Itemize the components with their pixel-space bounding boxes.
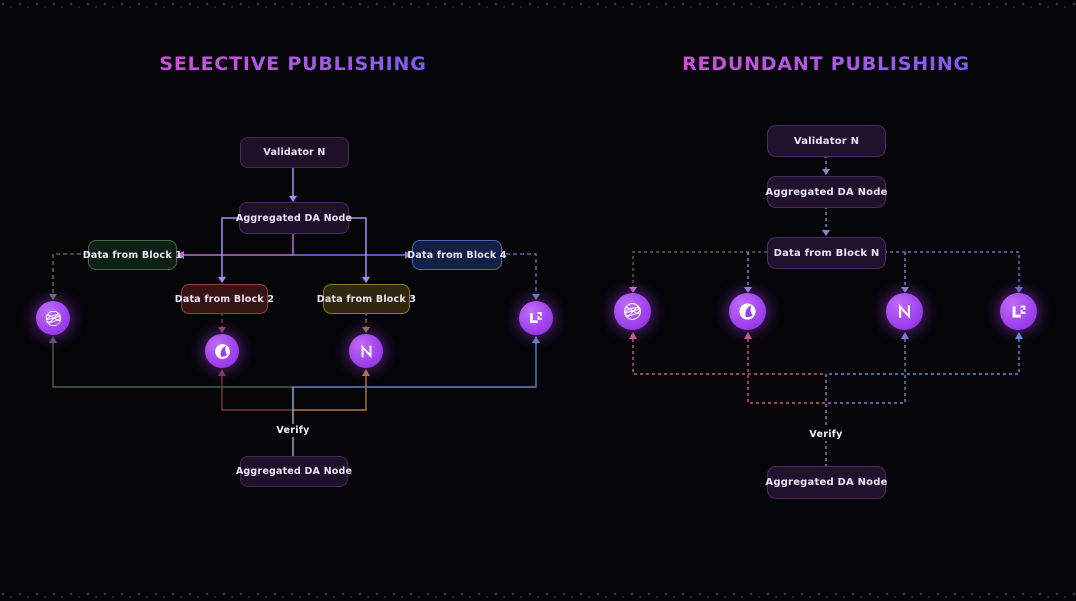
left-aggregated-bottom-label: Aggregated DA Node [235,466,353,477]
verify-rail-layer1-left [49,336,293,388]
wireframe-sphere-icon [624,303,641,320]
near-n-icon [361,344,371,358]
right-validator-node: Validator N [767,125,886,157]
edge-aggregated-to-block4 [293,251,411,259]
verify-rail-layer1-right [629,332,825,375]
left-data-block-4-node: Data from Block 4 [407,240,507,270]
pixel-l2-icon [530,312,542,323]
verify-rail-layer4-left [293,336,540,388]
edge-block2-to-layer2 [218,312,226,333]
verify-rail-layer4-right [827,332,1023,375]
left-aggregated-da-node-bottom: Aggregated DA Node [236,456,352,487]
decor-dotted-border-top [0,1,1076,10]
left-data-block-2-node: Data from Block 2 [175,284,274,314]
right-diagram-title: REDUNDANT PUBLISHING [682,53,970,75]
left-data-block-3-node: Data from Block 3 [317,284,416,314]
edge-block4-to-layer4 [499,253,540,300]
edge-validator-to-aggregated-right [822,155,830,175]
right-da-layer-4 [1000,293,1037,330]
edge-aggregated-to-block1 [176,232,294,259]
left-verify-label: Verify [271,424,315,437]
verify-rail-layer3-left [293,369,370,411]
left-da-layer-1 [36,301,70,335]
celestia-orb-icon [214,343,230,359]
block4-label: Data from Block 4 [407,249,507,261]
edge-aggregated-to-block2 [218,217,239,283]
wireframe-sphere-icon [45,310,61,326]
right-da-layer-2 [729,293,766,330]
verify-rail-layer2-left [218,369,293,411]
left-data-block-1-node: Data from Block 1 [83,240,182,270]
right-aggregated-bottom-label: Aggregated DA Node [765,477,888,488]
left-da-layer-4 [519,301,553,335]
verify-rail-layer3-right [827,332,909,404]
left-validator-label: Validator N [263,147,326,158]
edge-blockn-to-layer4-right [884,251,1023,293]
right-verify-label: Verify [804,428,848,441]
edge-blockn-to-layer2-right [744,252,752,293]
right-aggregated-da-node-top: Aggregated DA Node [765,176,888,208]
edge-blockn-to-layer3-right [901,252,909,293]
edge-block1-to-layer1 [49,253,88,300]
celestia-orb-icon [739,303,756,320]
left-aggregated-da-node-top: Aggregated DA Node [235,202,353,234]
block2-label: Data from Block 2 [174,293,275,305]
near-n-icon [899,304,910,319]
right-validator-label: Validator N [793,135,860,147]
edge-blockn-to-layer1-right [629,251,767,293]
decor-dotted-border-bottom [0,591,1076,600]
edge-aggregated-to-block3 [347,217,370,283]
verify-rail-layer2-right [744,332,825,404]
right-da-layer-1 [614,293,651,330]
edge-validator-to-aggregated-left [289,166,297,202]
edge-block3-to-layer3 [362,312,370,333]
block3-label: Data from Block 3 [316,293,417,305]
right-data-block-n-node: Data from Block N [767,237,886,269]
left-diagram-title: SELECTIVE PUBLISHING [159,53,427,75]
edge-aggregated-to-blockn [822,206,830,236]
block1-label: Data from Block 1 [82,249,183,261]
right-aggregated-da-node-bottom: Aggregated DA Node [765,466,888,499]
left-aggregated-top-label: Aggregated DA Node [235,212,353,224]
block-n-label: Data from Block N [773,247,880,259]
pixel-l2-icon [1012,305,1025,317]
right-aggregated-top-label: Aggregated DA Node [765,186,888,198]
left-da-layer-2 [205,334,239,368]
right-da-layer-3 [886,293,923,330]
left-da-layer-3 [349,334,383,368]
left-validator-node: Validator N [240,137,349,168]
